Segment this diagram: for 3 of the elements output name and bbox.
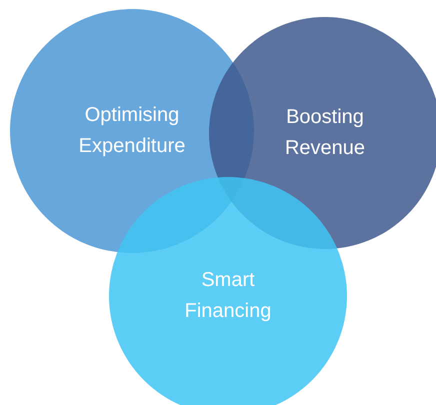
circle-label: Smart Financing xyxy=(184,268,272,324)
circle-label: Boosting Revenue xyxy=(284,105,366,161)
circle-label: Optimising Expenditure xyxy=(78,103,186,159)
